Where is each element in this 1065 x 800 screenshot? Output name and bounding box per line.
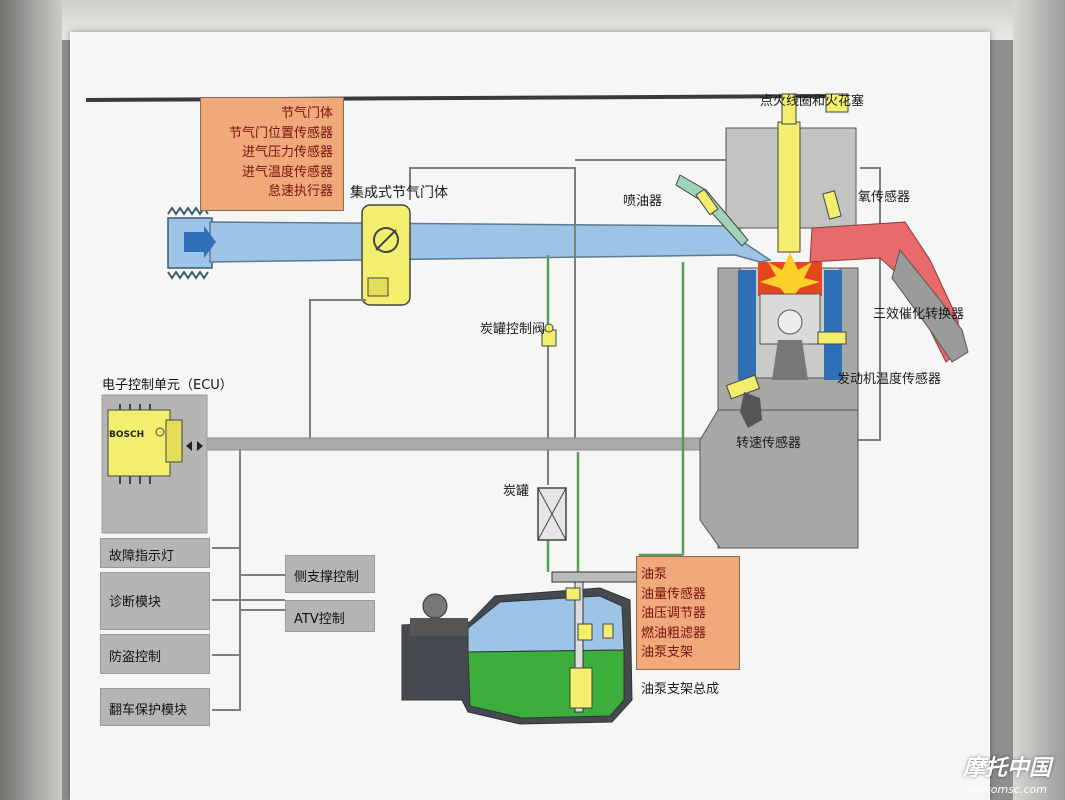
pump-component-list: 油泵 油量传感器 油压调节器 燃油粗滤器 油泵支架 (636, 556, 740, 670)
ecu-brand: BOSCH (109, 430, 144, 440)
engine (699, 93, 859, 549)
ecu-module: BOSCH (101, 394, 208, 534)
o2-sensor (822, 190, 842, 220)
label-o2-sensor: 氧传感器 (858, 190, 911, 205)
list-item: 节气门位置传感器 (228, 125, 333, 141)
fuel-tank (401, 587, 633, 725)
label-coil-spark-plug: 点火线圈和火花塞 (760, 94, 865, 109)
injector (675, 174, 749, 247)
list-item: 怠速执行器 (267, 184, 333, 199)
label-catalytic: 三效催化转换器 (873, 307, 965, 322)
wall-left-frame (0, 0, 62, 800)
wall-right-frame (1013, 0, 1065, 800)
list-item: 油泵 (641, 567, 668, 582)
fuel-lines (546, 255, 685, 572)
label-engine-temp: 发动机温度传感器 (837, 372, 942, 387)
purge-valve (541, 323, 557, 347)
wiring-lines (212, 159, 881, 711)
fault-lamp-label: 故障指示灯 (109, 549, 175, 564)
atv-control-label: ATV控制 (294, 612, 345, 627)
label-purge-valve: 炭罐控制阀 (480, 322, 546, 337)
watermark-url: motomsc.com (969, 783, 1047, 796)
watermark-logo: 摩托中国 (962, 756, 1051, 781)
anti-theft-box: 防盗控制 (100, 634, 210, 674)
list-item: 进气温度传感器 (241, 164, 333, 180)
fuel-pump-assembly (551, 571, 641, 713)
engine-temp-sensor (817, 331, 847, 345)
catalytic-converter (891, 248, 969, 363)
ecu-title: 电子控制单元（ECU） (102, 378, 233, 393)
throttle-sensor-list: 节气门体 节气门位置传感器 进气压力传感器 进气温度传感器 怠速执行器 (200, 97, 344, 211)
anti-theft-label: 防盗控制 (109, 650, 162, 665)
throttle-body (361, 204, 411, 306)
atv-control-box: ATV控制 (285, 600, 375, 632)
label-injector: 喷油器 (623, 194, 663, 209)
side-stand-label: 侧支撑控制 (294, 570, 360, 585)
diagnostic-module-label: 诊断模块 (109, 595, 162, 610)
rollover-module-box: 翻车保护模块 (100, 688, 210, 726)
rollover-module-label: 翻车保护模块 (109, 703, 188, 718)
list-item: 油压调节器 (641, 606, 707, 621)
speed-sensor (725, 374, 762, 428)
list-item: 燃油粗滤器 (641, 625, 707, 641)
list-item: 进气压力传感器 (241, 145, 333, 160)
exhaust-pipe (809, 221, 961, 363)
label-speed-sensor: 转速传感器 (736, 436, 802, 451)
list-item: 节气门体 (280, 106, 333, 121)
list-item: 油泵支架 (641, 645, 694, 660)
intake-pipe (209, 221, 772, 263)
spark-plug-cap (825, 93, 849, 113)
list-item: 油量传感器 (641, 586, 707, 602)
fault-lamp-box: 故障指示灯 (100, 538, 210, 568)
diagnostic-module-box: 诊断模块 (100, 572, 210, 630)
ecu-bus (204, 437, 726, 451)
ecu-title-box: 电子控制单元（ECU） (102, 368, 233, 394)
airflow-arrow-icon (184, 226, 216, 258)
side-stand-box: 侧支撑控制 (285, 555, 375, 593)
charcoal-canister (537, 487, 567, 541)
label-pump-assembly: 油泵支架总成 (641, 682, 720, 697)
label-canister: 炭罐 (503, 484, 530, 499)
label-integrated-throttle: 集成式节气门体 (350, 185, 448, 201)
